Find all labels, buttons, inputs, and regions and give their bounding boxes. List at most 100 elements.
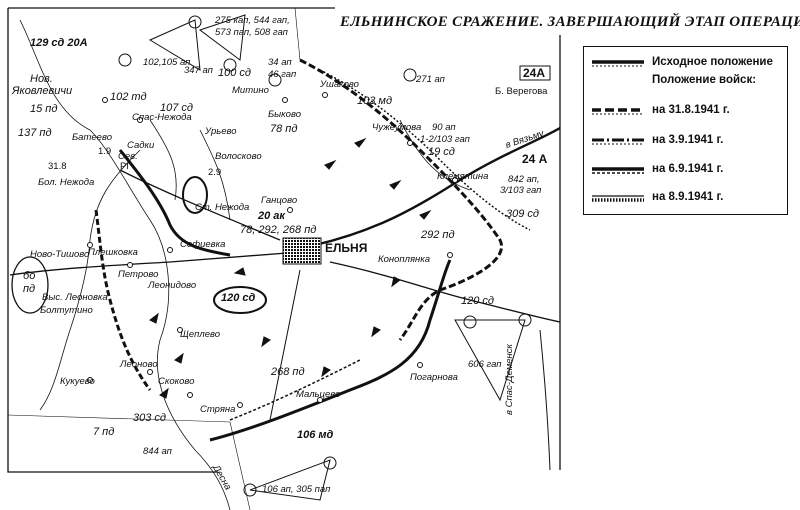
legend-symbol-d2 xyxy=(592,138,644,145)
label-art10: 842 ап, xyxy=(508,174,540,185)
label-u129: 129 сд 20А xyxy=(30,37,88,49)
nezhoda-ellipse xyxy=(182,176,208,214)
label-art5: 34 ап xyxy=(268,57,292,68)
legend-header: Положение войск: xyxy=(652,74,757,86)
label-u107: 107 сд xyxy=(160,102,193,114)
legend-symbol-initial xyxy=(592,60,644,67)
label-konop: Коноплянка xyxy=(378,254,431,265)
legend-label-d2: на 3.9.1941 г. xyxy=(652,134,724,146)
label-nov-yak: Нов. xyxy=(30,73,53,85)
elnya-town xyxy=(282,237,322,265)
label-u292: 292 пд xyxy=(421,229,455,241)
label-army24b: 24 А xyxy=(522,152,548,166)
label-skokovo: Скоково xyxy=(158,376,195,387)
label-n19: 1.9 xyxy=(98,146,112,157)
label-u120b: 120 сд xyxy=(461,295,494,307)
label-u7: 7 пд xyxy=(93,426,115,438)
legend: Исходное положение Положение войск: на 3… xyxy=(583,46,788,215)
label-art6: 46 гап xyxy=(268,69,297,80)
label-pd: пд xyxy=(23,283,36,295)
label-gantsovo: Ганцово xyxy=(261,195,298,206)
label-rg: РГ xyxy=(120,161,132,172)
label-boltutino: Болтутино xyxy=(40,305,93,316)
legend-label-d1: на 31.8.1941 г. xyxy=(652,104,730,116)
label-army24: 24А xyxy=(523,66,546,80)
u120-ellipse xyxy=(213,286,267,314)
label-klemyatino: Клемятина xyxy=(437,171,489,182)
label-u19: 19 сд xyxy=(428,146,455,158)
label-kukuevo: Кукуево xyxy=(60,376,95,387)
label-shchepl: Щеплево xyxy=(180,329,221,340)
map-frame xyxy=(7,7,561,473)
label-u78-292: 78, 292, 268 пд xyxy=(240,224,317,236)
label-leonovo: Леоново xyxy=(120,359,158,370)
label-u268: 268 пд xyxy=(271,366,305,378)
label-art1: 275 кап, 544 гап, xyxy=(215,15,290,26)
label-spas: Спас-Нежода xyxy=(132,112,192,123)
label-u120: 120 сд xyxy=(221,292,256,304)
settlements xyxy=(87,92,458,408)
label-u78: 78 пд xyxy=(270,123,298,135)
label-maltsevo: Мальцево xyxy=(296,389,341,400)
label-sev: Сев. xyxy=(118,151,138,162)
label-u102td: 102 тд xyxy=(110,91,147,103)
label-u15: 15 пд xyxy=(30,103,58,115)
legend-symbol-d1 xyxy=(592,108,644,115)
label-pogarnova: Погарнова xyxy=(410,372,458,383)
label-art3: 102,105 ап xyxy=(143,57,191,68)
label-pleshk: Плешковка xyxy=(88,247,138,258)
label-mitino: Митино xyxy=(232,85,269,96)
legend-row-initial: Исходное положение xyxy=(590,55,773,69)
label-petrovo: Петрово xyxy=(118,269,159,280)
label-art7: 271 ап xyxy=(416,74,445,85)
label-novo-tish: Ново-Тишово xyxy=(30,249,90,260)
legend-row-d2: на 3.9.1941 г. xyxy=(590,133,723,147)
label-art12: 606 гап xyxy=(468,359,502,370)
attack-arrows xyxy=(149,137,432,399)
army-24a-box xyxy=(519,65,551,81)
legend-symbol-d4 xyxy=(592,195,644,202)
label-veregova: Б. Верегова xyxy=(495,86,548,97)
front-lines xyxy=(94,58,531,442)
map-title: ЕЛЬНИНСКОЕ СРАЖЕНИЕ. ЗАВЕРШАЮЩИЙ ЭТАП ОП… xyxy=(340,14,800,30)
label-n318: 31.8 xyxy=(48,161,67,172)
label-sadki: Садки xyxy=(127,140,155,151)
bo-ellipse xyxy=(11,256,49,314)
label-bateevo: Батеево xyxy=(72,132,112,143)
label-u100: 100 сд xyxy=(218,67,251,79)
label-u137: 137 пд xyxy=(18,127,52,139)
label-bykovo: Быково xyxy=(268,109,301,120)
label-art13: 844 ап xyxy=(143,446,172,457)
label-u106: 106 мд xyxy=(297,429,334,441)
rivers xyxy=(19,19,471,510)
label-art2: 573 пап, 508 гап xyxy=(215,27,288,38)
roads xyxy=(9,126,561,471)
label-art9: 1-2/103 гап xyxy=(420,134,470,145)
legend-label-d4: на 8.9.1941 г. xyxy=(652,191,724,203)
legend-label-initial: Исходное положение xyxy=(652,56,773,68)
label-ushakovo: Ушаково xyxy=(320,79,359,90)
label-spas-dem: в Спас-Деменск xyxy=(504,343,515,415)
label-art4: 347 ап xyxy=(184,65,213,76)
label-chuzh: Чужеумова xyxy=(372,122,422,133)
label-u20ak: 20 ак xyxy=(258,210,285,222)
label-striana: Стряна xyxy=(200,404,236,415)
label-art14: 106 ап, 305 пап xyxy=(262,484,331,495)
label-n29: 2.9 xyxy=(208,167,222,178)
label-u103: 103 мд xyxy=(357,95,393,107)
label-sofievka: Софиевка xyxy=(180,239,226,250)
legend-row-d3: на 6.9.1941 г. xyxy=(590,162,723,176)
label-vys-leon: Выс. Леоновка xyxy=(42,292,108,303)
legend-symbol-d3 xyxy=(592,167,644,174)
label-st-nezh: Ст. Нежода xyxy=(195,202,250,213)
label-nov-yak2: Яковлевичи xyxy=(12,85,73,97)
legend-label-d3: на 6.9.1941 г. xyxy=(652,163,724,175)
label-art11: 3/103 гап xyxy=(500,185,542,196)
label-bo: бо xyxy=(23,270,36,282)
label-bol-nezh: Бол. Нежода xyxy=(38,177,95,188)
label-u309: 309 сд xyxy=(506,208,539,220)
label-u303: 303 сд xyxy=(133,412,166,424)
legend-row-d1: на 31.8.1941 г. xyxy=(590,103,730,117)
label-voloskovo: Волосково xyxy=(215,151,262,162)
